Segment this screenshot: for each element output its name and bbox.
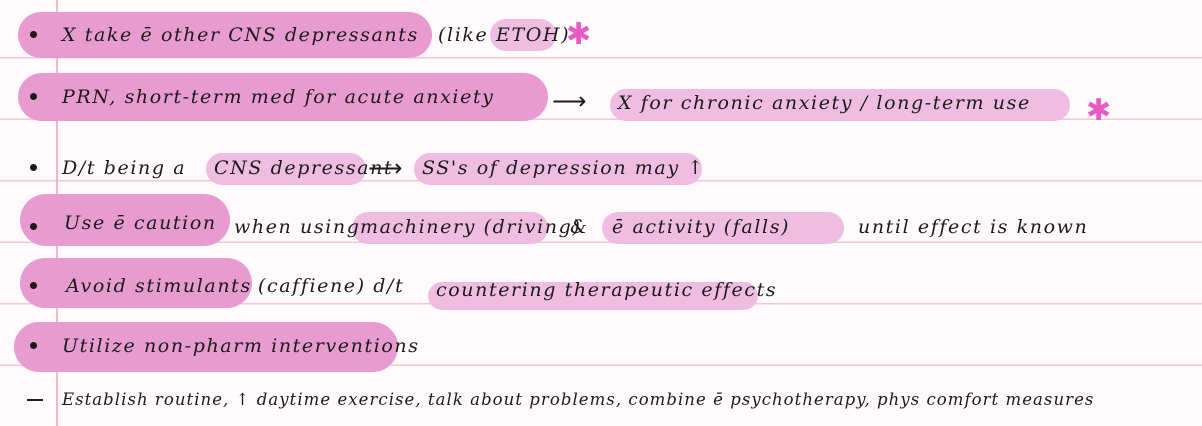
highlight — [602, 212, 844, 244]
note-text: CNS depressant — [214, 157, 394, 179]
note-line-6: Utilize non-pharm interventions — [0, 322, 1202, 372]
highlight — [352, 212, 548, 244]
bullet-dot — [30, 342, 37, 349]
right-arrow-icon: ⟶ — [368, 154, 403, 182]
note-text: ETOH) — [496, 24, 571, 46]
note-text: PRN, short-term med for acute anxiety — [62, 86, 495, 108]
bullet-dot — [30, 31, 37, 38]
highlight — [414, 153, 702, 185]
highlight — [14, 322, 398, 372]
note-text: SS's of depression may ↑ — [422, 157, 705, 179]
note-text: countering therapeutic effects — [436, 279, 778, 301]
note-text: (caffiene) d/t — [258, 275, 405, 297]
highlight — [18, 73, 548, 121]
note-text: (like — [438, 24, 489, 46]
note-text: machinery (driving) — [360, 216, 582, 238]
note-line-5: Avoid stimulants (caffiene) d/t counteri… — [0, 258, 1202, 310]
note-text: Establish routine, ↑ daytime exercise, t… — [62, 390, 1095, 409]
note-text: X take ē other CNS depressants — [62, 24, 419, 46]
note-text: X for chronic anxiety / long-term use — [618, 92, 1031, 114]
highlight — [490, 19, 556, 51]
note-text: Utilize non-pharm interventions — [62, 335, 420, 357]
dash-marker — [27, 399, 43, 401]
note-line-7: Establish routine, ↑ daytime exercise, t… — [0, 376, 1202, 424]
note-line-2: PRN, short-term med for acute anxiety ⟶ … — [0, 73, 1202, 128]
right-arrow-icon: ⟶ — [552, 87, 587, 115]
note-text: when using — [234, 216, 361, 238]
bullet-dot — [30, 282, 37, 289]
highlight — [20, 194, 230, 246]
note-text: & — [570, 216, 589, 238]
highlight — [18, 12, 432, 58]
note-line-4: Use ē caution when using machinery (driv… — [0, 194, 1202, 251]
note-text: until effect is known — [858, 216, 1089, 238]
bullet-dot — [30, 93, 37, 100]
highlight — [428, 282, 758, 310]
note-text: D/t being a — [62, 157, 187, 179]
note-text: Use ē caution — [64, 212, 217, 234]
note-line-3: D/t being a CNS depressant ⟶ SS's of dep… — [0, 144, 1202, 192]
bullet-dot — [30, 223, 37, 230]
bullet-dot — [30, 164, 37, 171]
note-text: Avoid stimulants — [66, 275, 252, 297]
note-text: ē activity (falls) — [612, 216, 791, 238]
asterisk-icon: ✱ — [1086, 93, 1112, 128]
highlight — [20, 258, 252, 308]
note-line-1: X take ē other CNS depressants (like ETO… — [0, 11, 1202, 59]
highlight — [610, 89, 1070, 121]
highlight — [206, 153, 366, 185]
asterisk-icon: ✱ — [566, 17, 592, 52]
